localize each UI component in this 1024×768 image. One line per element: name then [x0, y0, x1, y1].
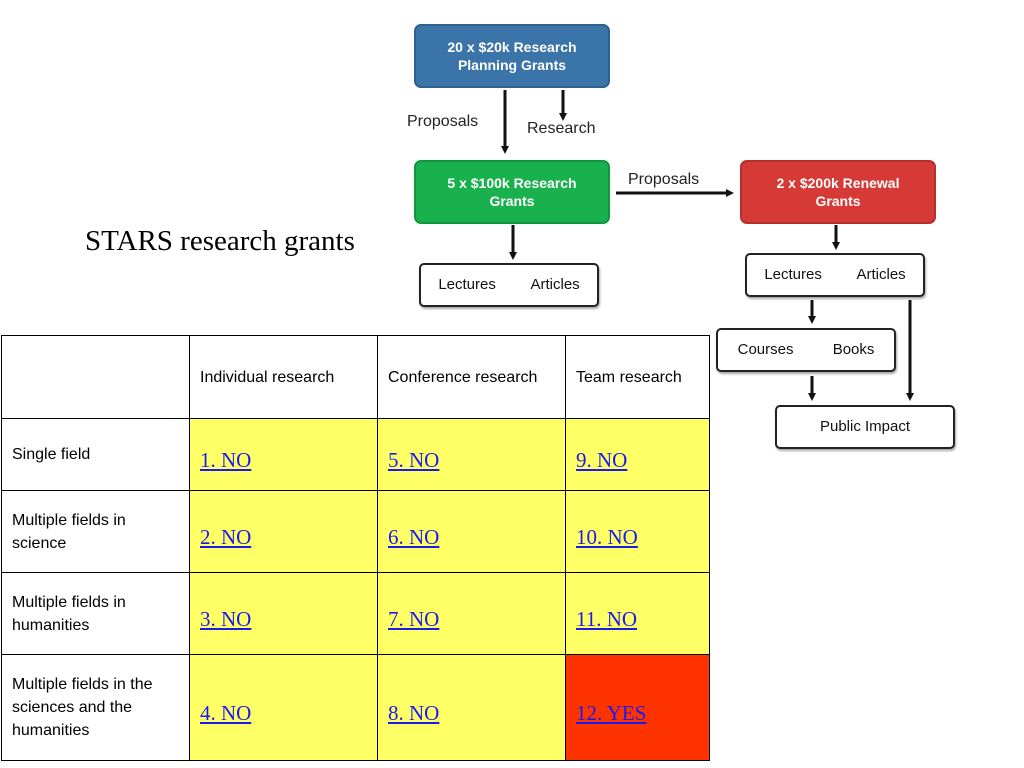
outputs-right-box: Lectures Articles — [745, 253, 925, 297]
matrix-link-4[interactable]: 4. NO — [200, 701, 252, 725]
row-label-sciences-and-humanities: Multiple fields in the sciences and the … — [1, 654, 190, 761]
flow-arrows — [501, 90, 914, 401]
matrix-cell-4: 4. NO — [189, 654, 378, 761]
matrix-link-9[interactable]: 9. NO — [576, 448, 628, 472]
table-row: Multiple fields in science 2. NO 6. NO 1… — [1, 490, 710, 573]
matrix-cell-12: 12. YES — [565, 654, 710, 761]
table-row: Multiple fields in humanities 3. NO 7. N… — [1, 572, 710, 655]
outputs-right-lectures: Lectures — [764, 266, 822, 283]
matrix-cell-3: 3. NO — [189, 572, 378, 655]
outputs-left-box: Lectures Articles — [419, 263, 599, 307]
public-impact-box: Public Impact — [775, 405, 955, 449]
col-header-team: Team research — [565, 335, 710, 419]
row-label-multiple-science: Multiple fields in science — [1, 490, 190, 573]
research-grants-box: 5 x $100k Research Grants — [414, 160, 610, 224]
matrix-cell-5: 5. NO — [377, 418, 566, 491]
outputs-left-articles: Articles — [530, 276, 580, 293]
renewal-grants-label: 2 x $200k Renewal Grants — [776, 175, 900, 209]
books-label: Books — [832, 341, 875, 358]
row-label-single-field: Single field — [1, 418, 190, 491]
matrix-link-1[interactable]: 1. NO — [200, 448, 252, 472]
grant-matrix-table: Individual research Conference research … — [1, 335, 710, 761]
courses-label: Courses — [737, 341, 794, 358]
table-row: Single field 1. NO 5. NO 9. NO — [1, 418, 710, 491]
matrix-cell-6: 6. NO — [377, 490, 566, 573]
research-grants-label: 5 x $100k Research Grants — [447, 175, 577, 209]
outputs-left-lectures: Lectures — [438, 276, 496, 293]
matrix-link-7[interactable]: 7. NO — [388, 607, 440, 631]
matrix-link-8[interactable]: 8. NO — [388, 701, 440, 725]
row-label-multiple-humanities: Multiple fields in humanities — [1, 572, 190, 655]
public-impact-label: Public Impact — [819, 418, 911, 435]
matrix-cell-8: 8. NO — [377, 654, 566, 761]
edge-label-research: Research — [527, 120, 596, 137]
matrix-cell-9: 9. NO — [565, 418, 710, 491]
matrix-link-6[interactable]: 6. NO — [388, 525, 440, 549]
planning-grants-box: 20 x $20k Research Planning Grants — [414, 24, 610, 88]
page-title: STARS research grants — [85, 225, 355, 257]
matrix-link-12[interactable]: 12. YES — [576, 701, 647, 725]
renewal-grants-box: 2 x $200k Renewal Grants — [740, 160, 936, 224]
courses-books-box: Courses Books — [716, 328, 896, 372]
edge-label-proposals-2: Proposals — [628, 171, 700, 188]
matrix-cell-7: 7. NO — [377, 572, 566, 655]
col-header-individual: Individual research — [189, 335, 378, 419]
table-row: Multiple fields in the sciences and the … — [1, 654, 710, 761]
matrix-link-2[interactable]: 2. NO — [200, 525, 252, 549]
table-header-empty — [1, 335, 190, 419]
matrix-cell-11: 11. NO — [565, 572, 710, 655]
planning-grants-label: 20 x $20k Research Planning Grants — [447, 39, 577, 73]
table-header-row: Individual research Conference research … — [1, 335, 710, 419]
matrix-cell-2: 2. NO — [189, 490, 378, 573]
matrix-link-11[interactable]: 11. NO — [576, 607, 638, 631]
matrix-link-10[interactable]: 10. NO — [576, 525, 638, 549]
matrix-cell-1: 1. NO — [189, 418, 378, 491]
matrix-link-3[interactable]: 3. NO — [200, 607, 252, 631]
matrix-cell-10: 10. NO — [565, 490, 710, 573]
matrix-link-5[interactable]: 5. NO — [388, 448, 440, 472]
col-header-conference: Conference research — [377, 335, 566, 419]
edge-label-proposals-1: Proposals — [407, 113, 479, 130]
outputs-right-articles: Articles — [856, 266, 906, 283]
